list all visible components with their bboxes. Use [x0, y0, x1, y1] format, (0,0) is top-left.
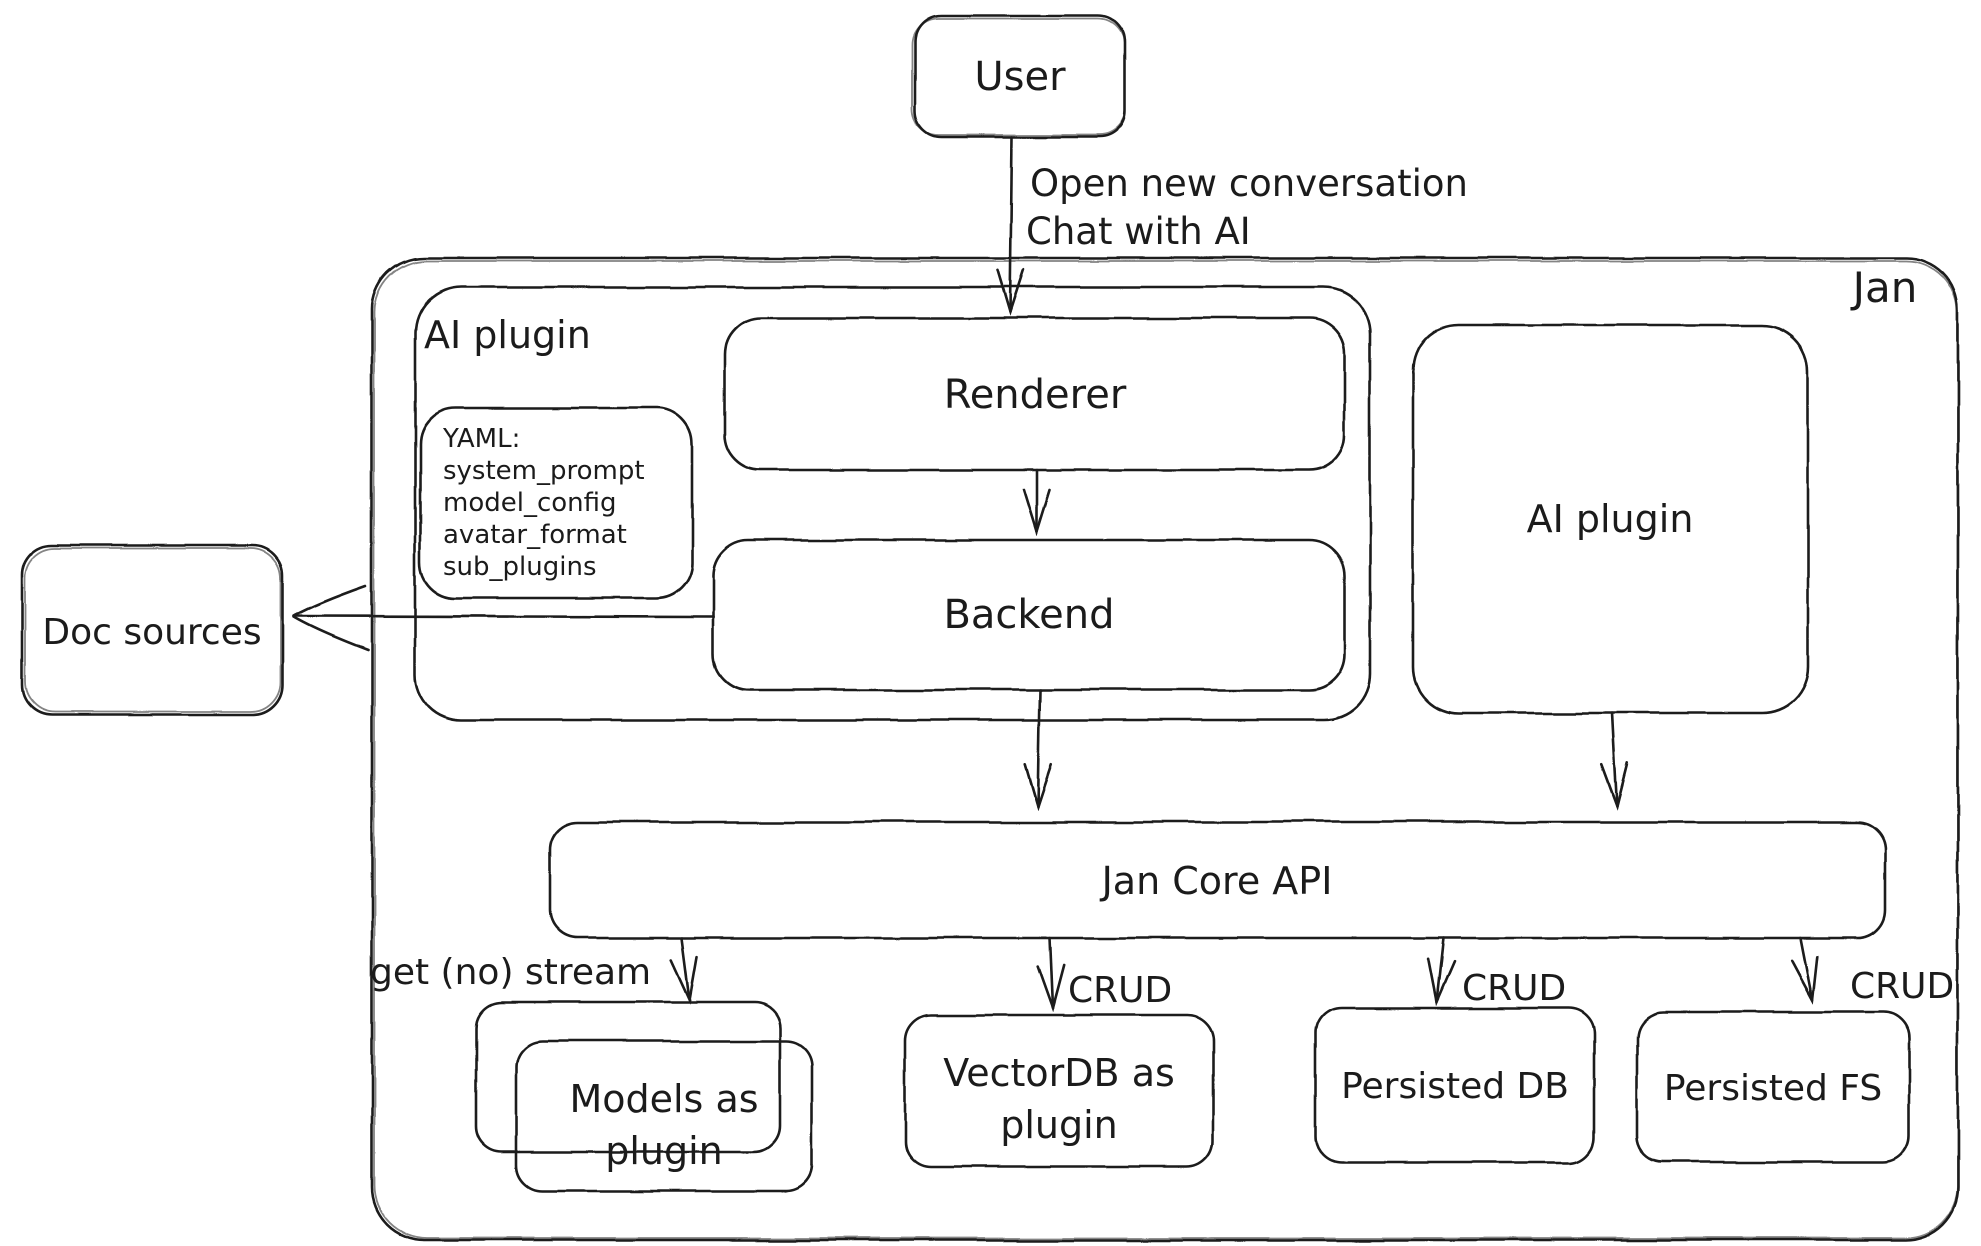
edge-label-open-new-conversation: Open new conversation — [1030, 162, 1468, 205]
edge-core-api-to-persisted-db — [1436, 936, 1443, 1002]
edge-backend-to-core-api — [1038, 688, 1040, 806]
ai-plugin-left-label: AI plugin — [424, 313, 591, 357]
vectordb-line-1: VectorDB as — [943, 1051, 1175, 1095]
vectordb-as-plugin-box — [903, 1013, 1215, 1169]
models-as-plugin-back-box — [474, 1000, 782, 1154]
jan-core-api-box — [548, 820, 1887, 940]
ai-plugin-left-container-box — [413, 285, 1372, 722]
persisted-db-label: Persisted DB — [1341, 1066, 1569, 1107]
jan-core-api-label: Jan Core API — [1100, 859, 1333, 903]
edge-ai-plugin-right-to-core-api — [1612, 711, 1617, 806]
edge-label-crud-persisted-fs: CRUD — [1850, 966, 1954, 1007]
persisted-db-box — [1314, 1006, 1596, 1165]
edge-core-api-to-persisted-fs — [1800, 936, 1812, 1000]
models-as-plugin-front-box — [514, 1039, 814, 1193]
jan-container-box-sketch — [373, 260, 1959, 1239]
edge-core-api-to-models — [682, 936, 690, 1000]
yaml-line-1: YAML: — [442, 424, 520, 454]
yaml-note-box — [418, 406, 694, 600]
edge-label-crud-persisted-db: CRUD — [1462, 968, 1566, 1009]
edge-user-to-renderer — [1010, 135, 1012, 312]
edge-backend-to-doc-sources — [292, 584, 715, 652]
edge-label-crud-vectordb: CRUD — [1068, 970, 1172, 1011]
user-label: User — [974, 54, 1066, 100]
persisted-fs-label: Persisted FS — [1664, 1068, 1882, 1109]
models-as-plugin-line-2: plugin — [605, 1129, 723, 1173]
edge-core-api-to-vectordb — [1050, 936, 1053, 1008]
vectordb-as-plugin-label: VectorDB as plugin — [943, 1051, 1175, 1147]
yaml-line-5: sub_plugins — [443, 552, 597, 582]
ai-plugin-right-box — [1411, 323, 1810, 715]
edge-label-get-no-stream: get (no) stream — [370, 952, 651, 993]
backend-box — [711, 538, 1347, 692]
persisted-fs-box — [1635, 1010, 1911, 1164]
ai-plugin-right-label: AI plugin — [1527, 497, 1694, 541]
edge-label-chat-with-ai: Chat with AI — [1026, 210, 1251, 253]
diagram-labels: User Jan AI plugin YAML: system_prompt m… — [42, 54, 1954, 1173]
backend-label: Backend — [943, 592, 1114, 638]
yaml-line-4: avatar_format — [443, 520, 627, 550]
vectordb-line-2: plugin — [1000, 1103, 1118, 1147]
doc-sources-label: Doc sources — [42, 612, 261, 653]
yaml-line-2: system_prompt — [443, 456, 645, 486]
models-as-plugin-label: Models as plugin — [569, 1077, 758, 1173]
renderer-box — [723, 316, 1347, 472]
doc-sources-box-sketch — [24, 547, 282, 713]
user-box-sketch — [911, 18, 1126, 136]
diagram-linework — [20, 14, 1960, 1242]
yaml-line-3: model_config — [443, 488, 617, 518]
renderer-label: Renderer — [944, 372, 1127, 418]
user-to-renderer-edge-label: Open new conversation Chat with AI — [1026, 162, 1468, 253]
yaml-note-text: YAML: system_prompt model_config avatar_… — [442, 424, 645, 582]
models-as-plugin-line-1: Models as — [569, 1077, 758, 1121]
jan-container-label: Jan — [1850, 263, 1918, 312]
doc-sources-box — [20, 543, 285, 717]
